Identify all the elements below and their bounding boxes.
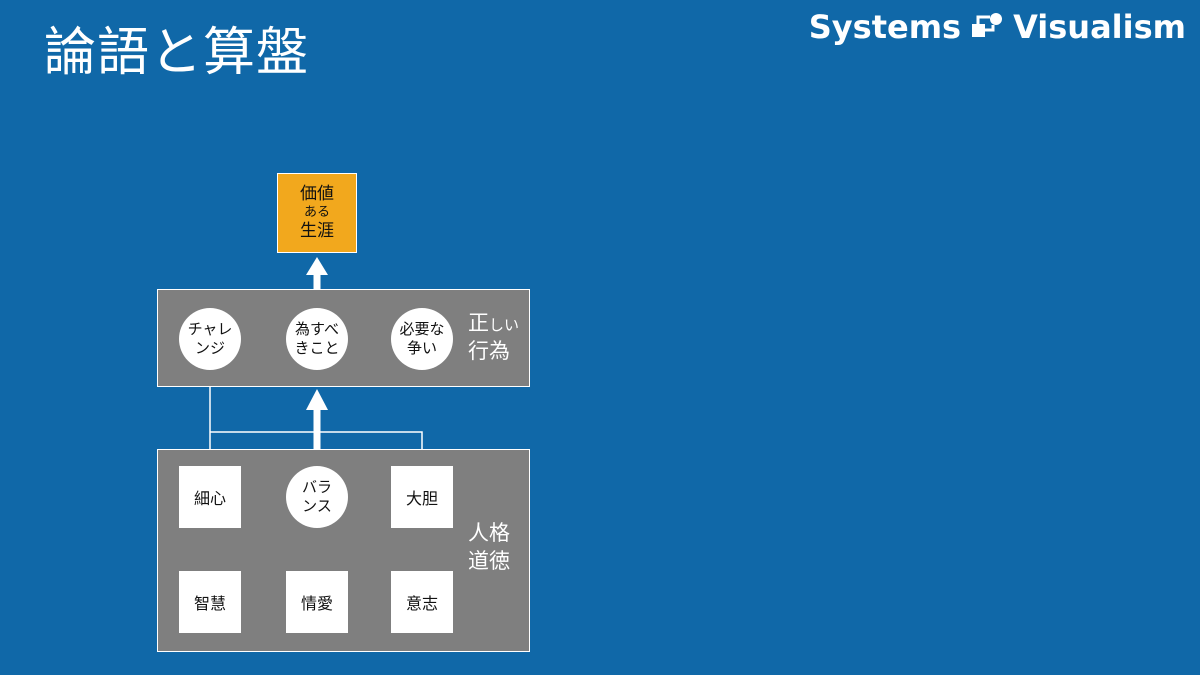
virtue-will: 意志 (391, 571, 453, 633)
brand-word-right: Visualism (1013, 8, 1186, 46)
page-title: 論語と算盤 (44, 23, 310, 83)
virtue-love: 情愛 (286, 571, 348, 633)
trait-balance-line2: ンス (302, 497, 332, 515)
arrowhead-duty (306, 389, 328, 410)
actions-label-small: しい (489, 316, 520, 334)
trait-care: 細心 (179, 466, 241, 528)
trait-balance: バラ ンス (286, 466, 348, 528)
virtue-wisdom: 智慧 (179, 571, 241, 633)
action-duty-line1: 為すべ (295, 319, 339, 338)
action-challenge-line2: ンジ (194, 339, 225, 357)
action-challenge: チャレ ンジ (179, 308, 241, 370)
character-label-line1: 人格 (468, 521, 510, 545)
brand-word-left: Systems (808, 8, 962, 46)
goal-line1: 価値 (300, 183, 334, 204)
arrowhead-goal (306, 257, 328, 275)
action-duty: 為すべ きこと (286, 308, 348, 370)
action-necessary-conflict: 必要な 争い (391, 308, 453, 370)
goal-box: 価値 ある 生涯 (277, 173, 357, 253)
action-duty-line2: きこと (294, 339, 340, 357)
action-conflict-line1: 必要な (399, 319, 445, 338)
trait-balance-line1: バラ (301, 477, 332, 496)
systems-icon (972, 13, 1003, 37)
action-conflict-line2: 争い (406, 339, 437, 357)
character-label-line2: 道徳 (468, 549, 510, 574)
actions-label-line2: 行為 (468, 339, 510, 364)
goal-line3: 生涯 (300, 221, 334, 242)
brand-logo: Systems Visualism (808, 8, 1186, 46)
trait-boldness: 大胆 (391, 466, 453, 528)
character-panel-label: 人格 道徳 (468, 519, 510, 576)
actions-label-big: 正 (468, 311, 489, 335)
action-challenge-line1: チャレ (187, 319, 233, 338)
actions-panel-label: 正しい 行為 (468, 309, 519, 366)
goal-line2: ある (303, 204, 330, 220)
